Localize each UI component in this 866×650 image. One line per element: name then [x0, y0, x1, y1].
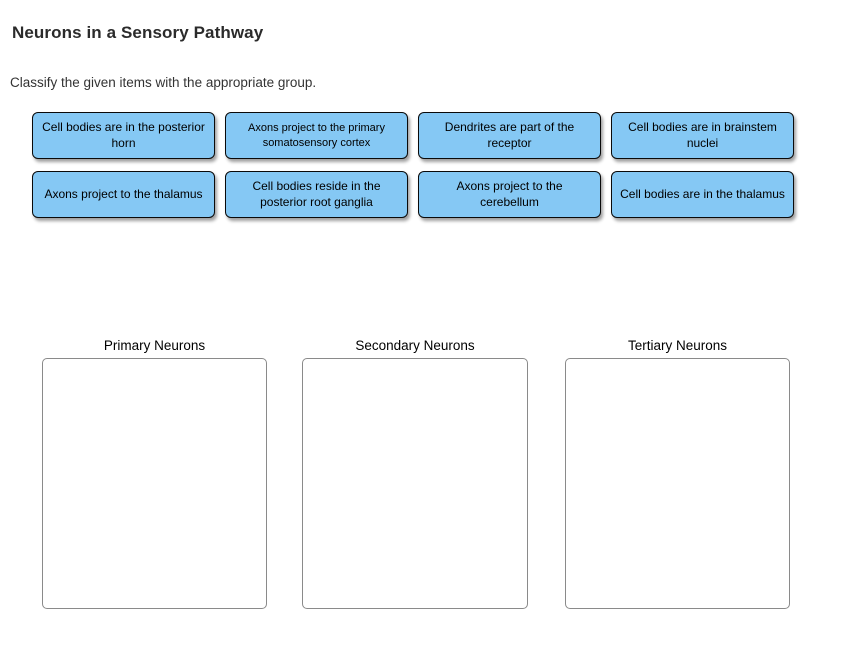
bin-group-tertiary: Tertiary Neurons [565, 338, 790, 609]
bin-label-tertiary: Tertiary Neurons [627, 338, 728, 353]
drag-chip-posterior-horn[interactable]: Cell bodies are in the posterior horn [32, 112, 215, 159]
bin-group-primary: Primary Neurons [42, 338, 267, 609]
bin-group-secondary: Secondary Neurons [302, 338, 528, 609]
drop-zone-secondary-neurons[interactable] [302, 358, 528, 609]
bin-label-primary: Primary Neurons [103, 338, 206, 353]
drag-chip-cell-bodies-thalamus[interactable]: Cell bodies are in the thalamus [611, 171, 794, 218]
drop-zone-tertiary-neurons[interactable] [565, 358, 790, 609]
drag-chip-axons-cerebellum[interactable]: Axons project to the cerebellum [418, 171, 601, 218]
instruction-text: Classify the given items with the approp… [10, 75, 317, 90]
bin-label-secondary: Secondary Neurons [355, 338, 475, 353]
drag-chip-brainstem-nuclei[interactable]: Cell bodies are in brainstem nuclei [611, 112, 794, 159]
drag-chip-posterior-root-ganglia[interactable]: Cell bodies reside in the posterior root… [225, 171, 408, 218]
drag-chip-axons-thalamus[interactable]: Axons project to the thalamus [32, 171, 215, 218]
drag-chip-dendrites-receptor[interactable]: Dendrites are part of the receptor [418, 112, 601, 159]
drag-chip-somatosensory-cortex[interactable]: Axons project to the primary somatosenso… [225, 112, 408, 159]
drop-zone-primary-neurons[interactable] [42, 358, 267, 609]
page-title: Neurons in a Sensory Pathway [12, 23, 264, 42]
draggable-items-bank: Cell bodies are in the posterior horn Ax… [32, 112, 794, 218]
